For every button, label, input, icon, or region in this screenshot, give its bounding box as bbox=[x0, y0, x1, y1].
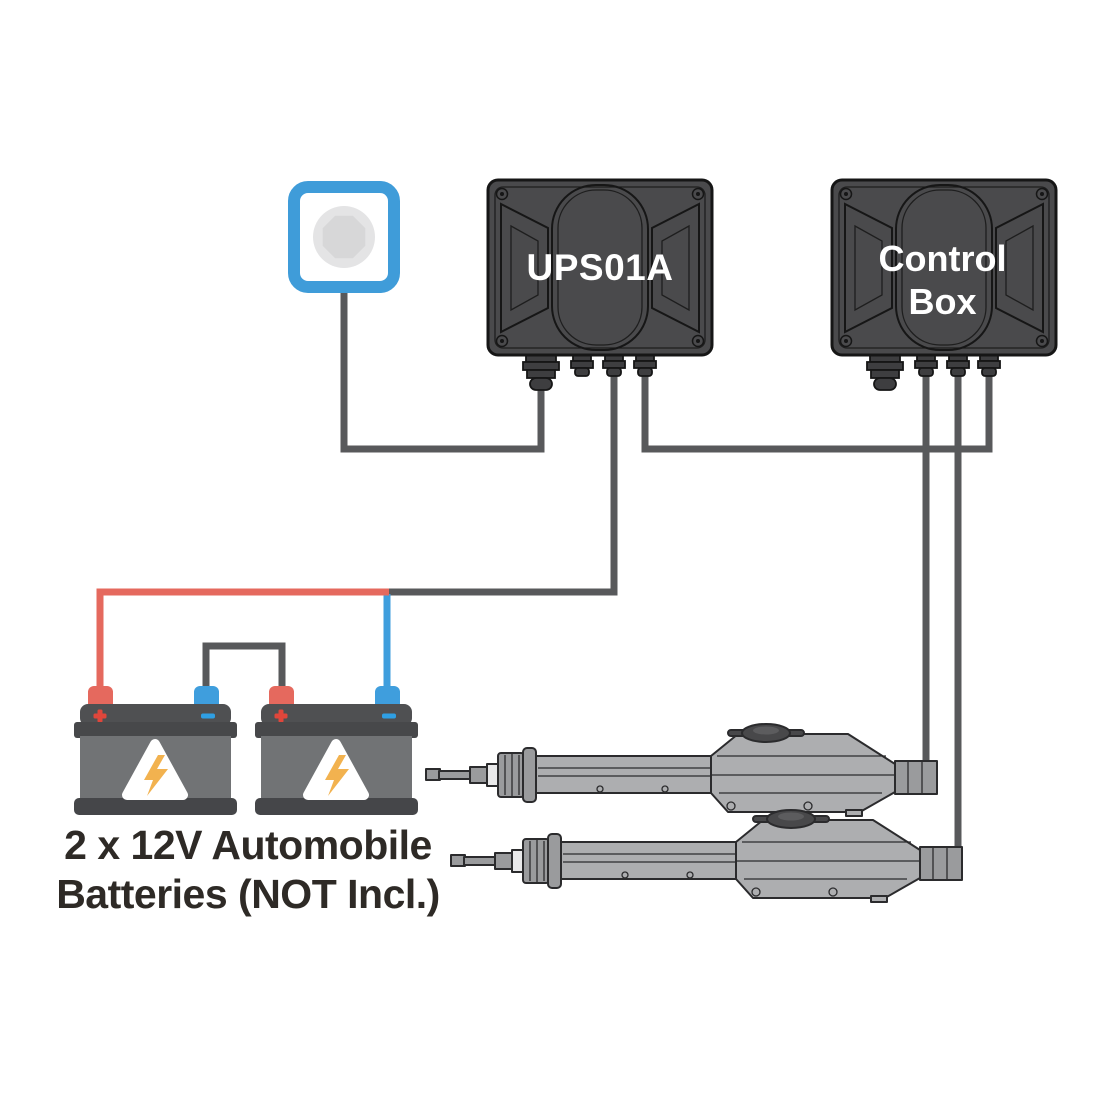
outlet-to-ups-wire bbox=[340, 254, 545, 453]
ups-box-label: UPS01A bbox=[526, 247, 674, 288]
battery-caption-line2: Batteries (NOT Incl.) bbox=[56, 871, 440, 917]
control-box-label-line1: Control bbox=[878, 238, 1007, 279]
battery-left bbox=[74, 686, 237, 815]
control-box-label-line2: Box bbox=[908, 281, 977, 322]
control-box-label: Control Box bbox=[832, 237, 1053, 323]
battery-right bbox=[255, 686, 418, 815]
actuator-bottom bbox=[450, 809, 963, 903]
battery-caption: 2 x 12V Automobile Batteries (NOT Incl.) bbox=[16, 821, 480, 919]
power-outlet bbox=[288, 181, 400, 293]
battery-caption-line1: 2 x 12V Automobile bbox=[64, 822, 432, 868]
ups-to-battery-wire bbox=[383, 362, 618, 596]
battery-positive-wire bbox=[96, 588, 389, 694]
actuator-top bbox=[425, 723, 938, 817]
ups-to-control-wire bbox=[641, 362, 993, 453]
battery-jumper-wire bbox=[202, 642, 286, 692]
